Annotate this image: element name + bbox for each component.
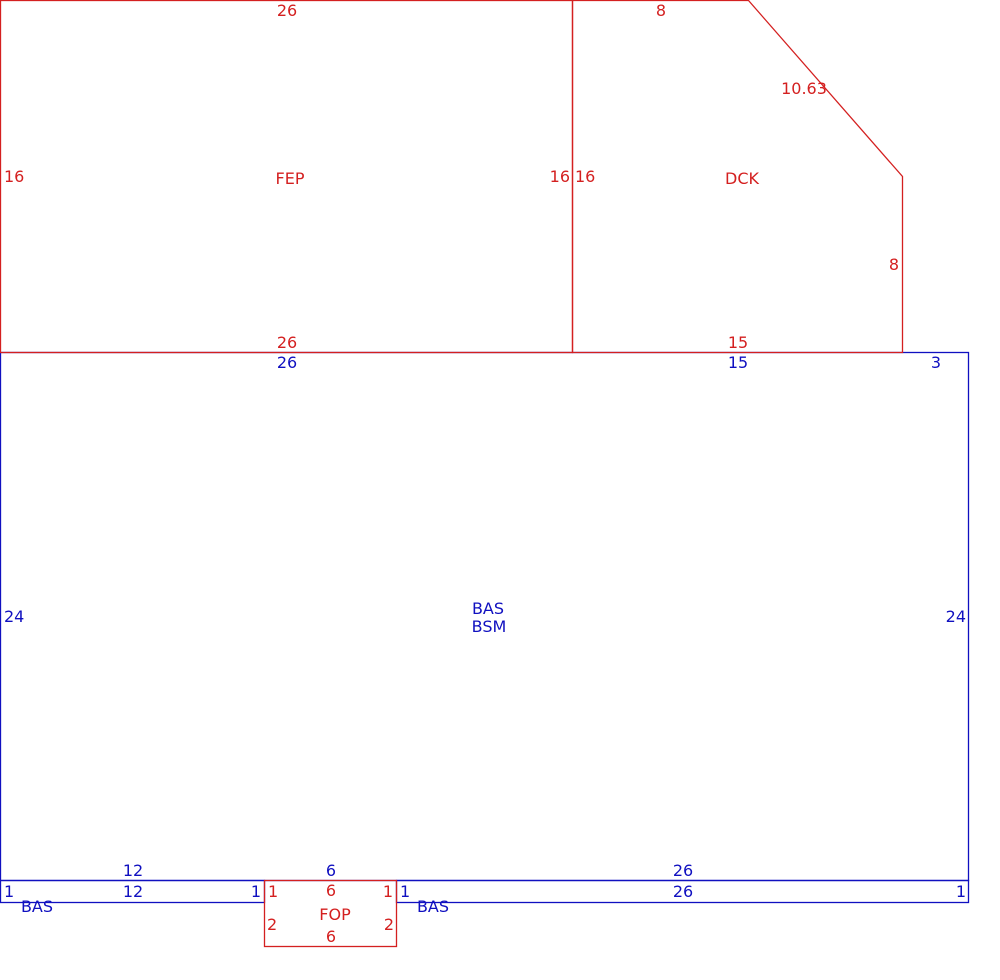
bas-area-code: BAS xyxy=(472,599,504,618)
dck-area-code: DCK xyxy=(725,169,759,188)
bas-top-mid-dimension: 15 xyxy=(728,353,748,372)
dck-outline xyxy=(571,0,904,354)
dck-top-dimension: 8 xyxy=(656,1,666,20)
dck-bottom-dimension: 15 xyxy=(728,333,748,352)
fop-left-dimension: 2 xyxy=(267,915,277,934)
bas-strip-left-right-dimension: 1 xyxy=(251,882,261,901)
bas-strip-right-right-dimension: 1 xyxy=(956,882,966,901)
bas-strip-left-top-dimension: 12 xyxy=(123,861,143,880)
fop-top-outer-dimension: 6 xyxy=(326,861,336,880)
fop-upper-left-dimension: 1 xyxy=(268,882,278,901)
fop-outline xyxy=(263,879,398,948)
fep-top-dimension: 26 xyxy=(277,1,297,20)
fep-area-code: FEP xyxy=(276,169,305,188)
fop-upper-right-dimension: 1 xyxy=(383,882,393,901)
fep-bottom-dimension: 26 xyxy=(277,333,297,352)
fop-bottom-dimension: 6 xyxy=(326,927,336,946)
bsm-area-code: BSM xyxy=(472,617,507,636)
bas-strip-right-bottom-dimension: 26 xyxy=(673,882,693,901)
bas-top-right-dimension: 3 xyxy=(931,353,941,372)
bas-strip-right-area-code: BAS xyxy=(417,897,449,916)
bas-strip-right-left-dimension: 1 xyxy=(400,882,410,901)
bas-strip-left-area-code: BAS xyxy=(21,897,53,916)
bas-strip-right-top-dimension: 26 xyxy=(673,861,693,880)
dck-left-dimension: 16 xyxy=(575,167,595,186)
bas-strip-left-left-dimension: 1 xyxy=(4,882,14,901)
fep-right-dimension: 16 xyxy=(550,167,570,186)
fop-area-code: FOP xyxy=(319,905,351,924)
bas-top-left-dimension: 26 xyxy=(277,353,297,372)
bas-right-dimension: 24 xyxy=(946,607,966,626)
dck-diagonal-dimension: 10.63 xyxy=(781,79,827,98)
dck-right-dimension: 8 xyxy=(889,255,899,274)
fop-top-inner-dimension: 6 xyxy=(326,881,336,900)
fep-left-dimension: 16 xyxy=(4,167,24,186)
bas-left-dimension: 24 xyxy=(4,607,24,626)
bas-strip-left-bottom-dimension: 12 xyxy=(123,882,143,901)
fop-right-dimension: 2 xyxy=(384,915,394,934)
